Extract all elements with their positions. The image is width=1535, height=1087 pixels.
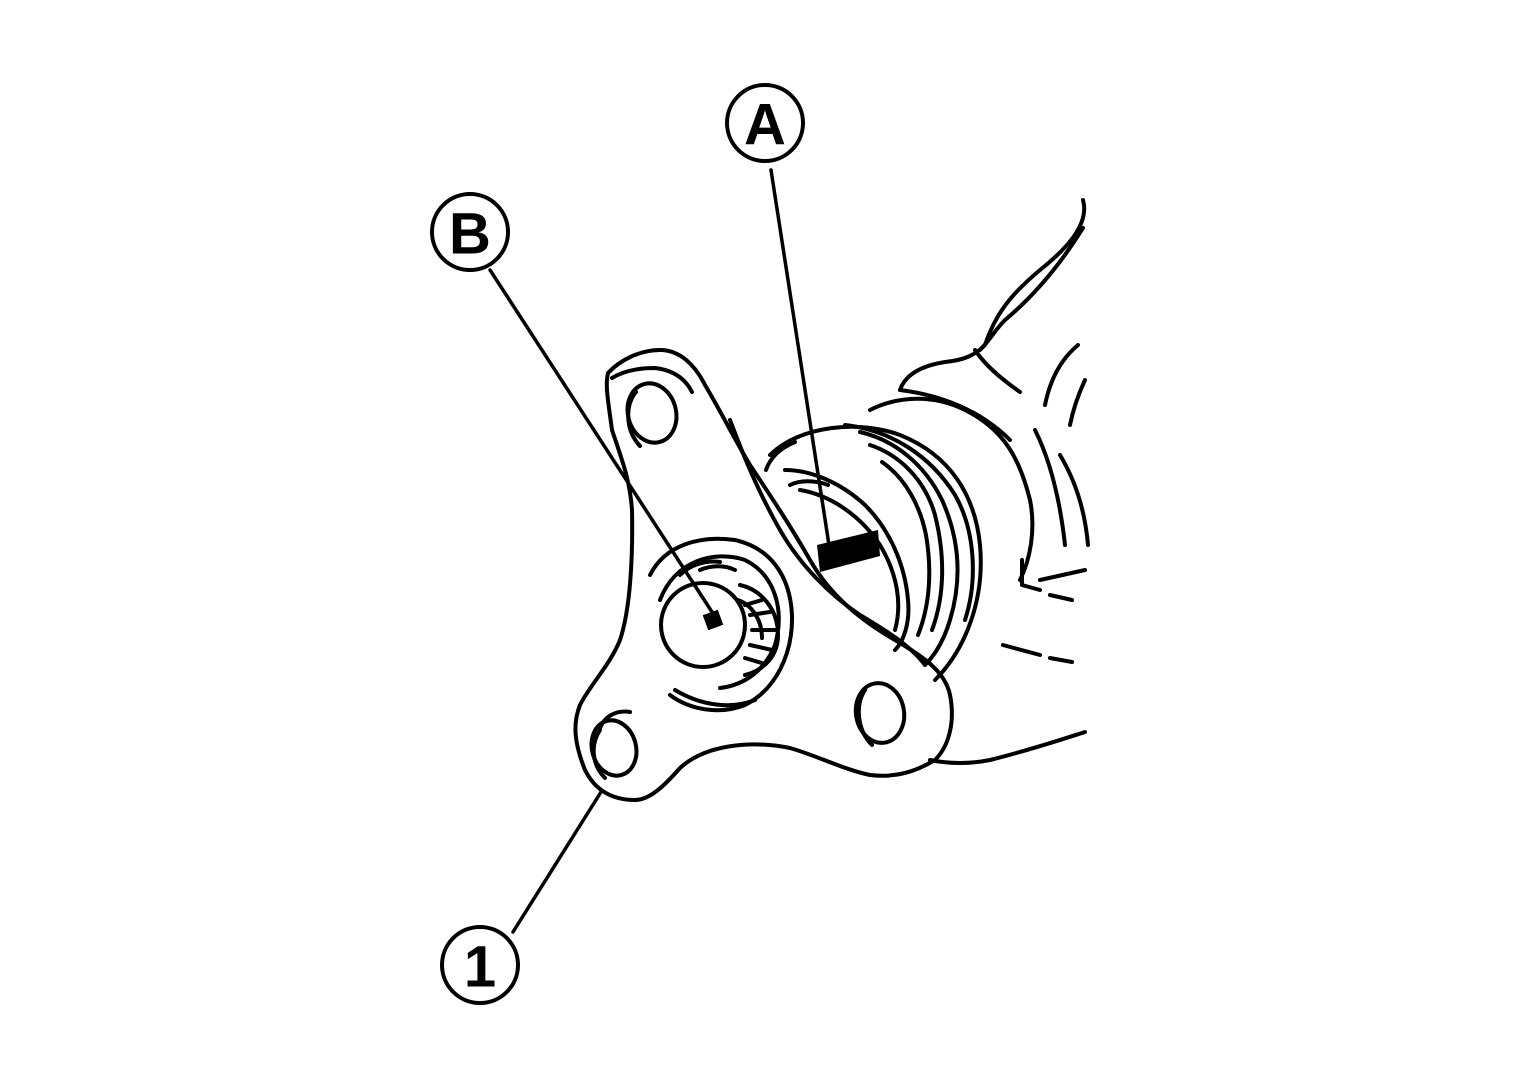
drawing-lines — [488, 168, 1090, 934]
callout-b-circle — [430, 192, 510, 272]
pulley — [764, 423, 983, 682]
callout-a: A — [725, 83, 805, 163]
bolt-hole-top — [625, 381, 679, 445]
bolt-hole-right — [853, 681, 907, 745]
alignment-mark-b — [702, 609, 724, 631]
shaft-end — [659, 581, 747, 669]
housing — [868, 198, 1090, 765]
center-hub — [648, 536, 795, 713]
callout-a-label: A — [744, 93, 786, 158]
callout-1-label: 1 — [464, 935, 496, 1000]
callout-a-circle — [725, 83, 805, 163]
alignment-mark-a — [817, 530, 880, 572]
leader-line-b — [488, 268, 714, 614]
callout-b-label: B — [449, 202, 491, 267]
callout-b: B — [430, 192, 510, 272]
bolt-holes — [589, 381, 907, 780]
callout-1: 1 — [440, 925, 520, 1005]
leader-line-1 — [511, 790, 603, 934]
callout-1-circle — [440, 925, 520, 1005]
alignment-marks — [702, 530, 880, 631]
leader-lines — [488, 168, 831, 934]
leader-line-a — [769, 168, 831, 547]
